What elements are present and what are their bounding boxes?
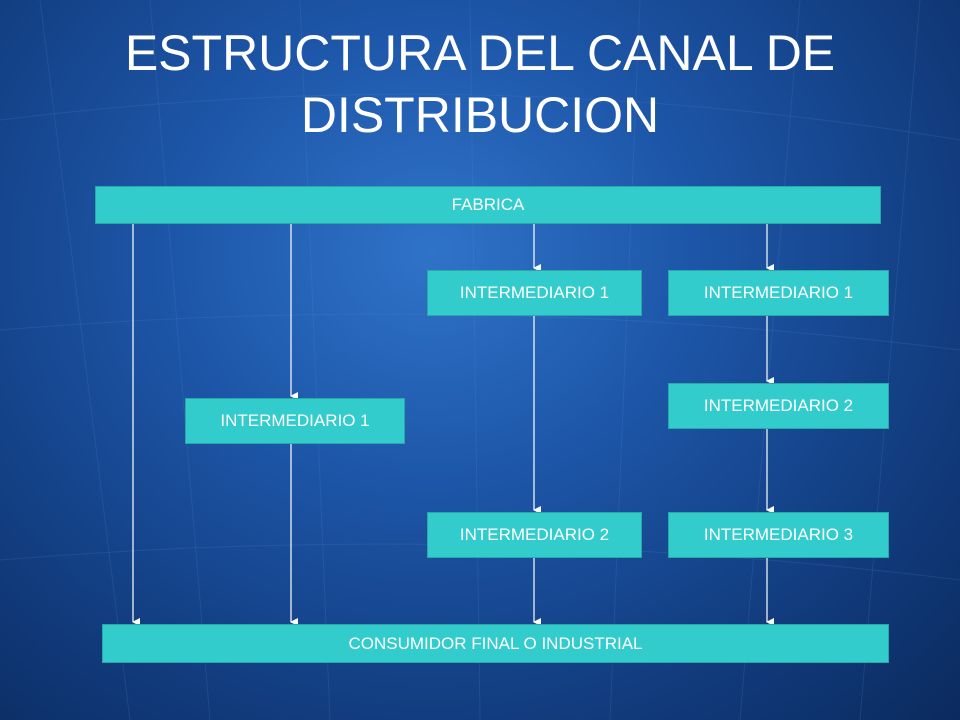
node-fabrica: FABRICA: [95, 186, 881, 224]
slide-title: ESTRUCTURA DEL CANAL DE DISTRIBUCION: [124, 25, 836, 143]
node-intermediario-2-a: INTERMEDIARIO 2: [427, 512, 642, 558]
node-intermediario-3-b: INTERMEDIARIO 3: [668, 512, 889, 558]
node-intermediario-1-a: INTERMEDIARIO 1: [427, 270, 642, 316]
node-intermediario-1-b: INTERMEDIARIO 1: [668, 270, 889, 316]
node-consumidor: CONSUMIDOR FINAL O INDUSTRIAL: [102, 624, 889, 663]
node-intermediario-1-c: INTERMEDIARIO 1: [185, 398, 405, 444]
node-intermediario-2-b: INTERMEDIARIO 2: [668, 383, 889, 429]
